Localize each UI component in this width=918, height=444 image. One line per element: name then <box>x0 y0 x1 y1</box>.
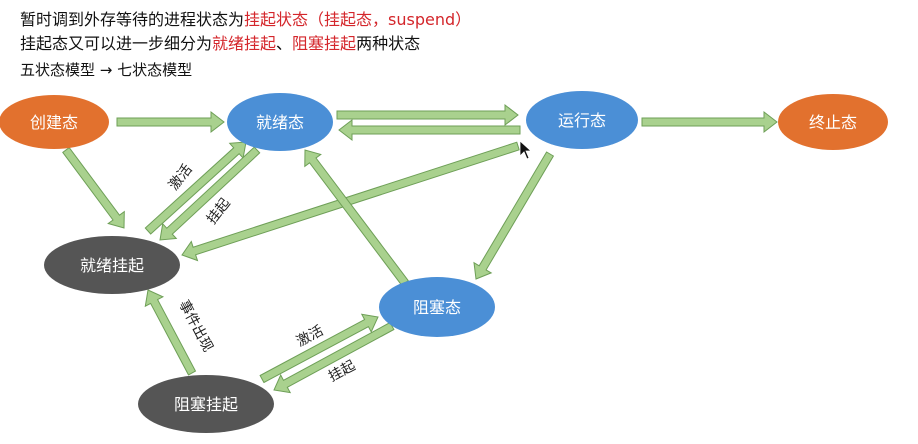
node-create-shape <box>0 95 109 149</box>
header-line-3: 五状态模型 → 七状态模型 <box>20 61 193 79</box>
node-create-label: 创建态 <box>30 113 78 132</box>
node-ready-suspend-shape <box>44 236 180 294</box>
line2-highlight-ready-suspend: 就绪挂起 <box>212 34 277 53</box>
node-ready-suspend: 就绪挂起 <box>44 236 180 294</box>
node-ready: 就绪态 <box>227 93 333 151</box>
node-blocked-shape <box>379 277 495 337</box>
node-blocked-suspend-shape <box>138 375 274 433</box>
node-running-label: 运行态 <box>558 111 606 130</box>
arrow-running-to-ready-suspend <box>181 141 520 262</box>
line2-separator: 、 <box>276 34 293 53</box>
header-line-1: 暂时调到外存等待的进程状态为挂起状态（挂起态，suspend） <box>20 6 471 30</box>
header-line-2: 挂起态又可以进一步细分为就绪挂起、阻塞挂起两种状态 <box>20 30 420 54</box>
node-terminated: 终止态 <box>778 94 888 150</box>
arrow-running-to-terminated <box>641 110 778 134</box>
node-ready-shape <box>227 93 333 151</box>
edge-group <box>62 103 778 394</box>
arrow-ready-suspend-to-ready-activate <box>144 141 247 235</box>
node-ready-label: 就绪态 <box>256 113 304 132</box>
node-create: 创建态 <box>0 95 109 149</box>
line2-suffix: 两种状态 <box>356 34 421 53</box>
line2-prefix: 挂起态又可以进一步细分为 <box>20 34 213 53</box>
arrow-running-to-ready <box>338 118 521 142</box>
line1-prefix: 暂时调到外存等待的进程状态为 <box>20 10 245 29</box>
node-blocked-suspend-label: 阻塞挂起 <box>174 395 238 414</box>
node-running-shape <box>526 91 638 149</box>
node-blocked-label: 阻塞态 <box>413 298 461 317</box>
arrow-ready-to-ready-suspend-suspend <box>159 146 261 241</box>
arrow-running-to-blocked <box>473 151 555 280</box>
arrow-create-to-ready <box>116 110 225 134</box>
node-terminated-label: 终止态 <box>809 113 857 132</box>
arrow-blocked-suspend-to-blocked-activate <box>259 313 379 384</box>
line1-highlight: 挂起状态（挂起态，suspend） <box>244 10 472 29</box>
arrow-ready-to-running <box>336 103 519 127</box>
arrow-blocked-to-ready <box>304 149 409 287</box>
node-blocked: 阻塞态 <box>379 277 495 337</box>
arrow-blocked-to-blocked-suspend-suspend <box>273 321 395 394</box>
arrow-blocked-suspend-to-ready-suspend <box>144 289 197 376</box>
node-blocked-suspend: 阻塞挂起 <box>138 375 274 433</box>
line2-highlight-blocked-suspend: 阻塞挂起 <box>292 34 357 53</box>
arrow-create-to-ready-suspend <box>62 146 125 229</box>
node-terminated-shape <box>778 94 888 150</box>
mouse-cursor-icon <box>519 140 533 160</box>
node-running: 运行态 <box>526 91 638 149</box>
node-ready-suspend-label: 就绪挂起 <box>80 256 144 275</box>
